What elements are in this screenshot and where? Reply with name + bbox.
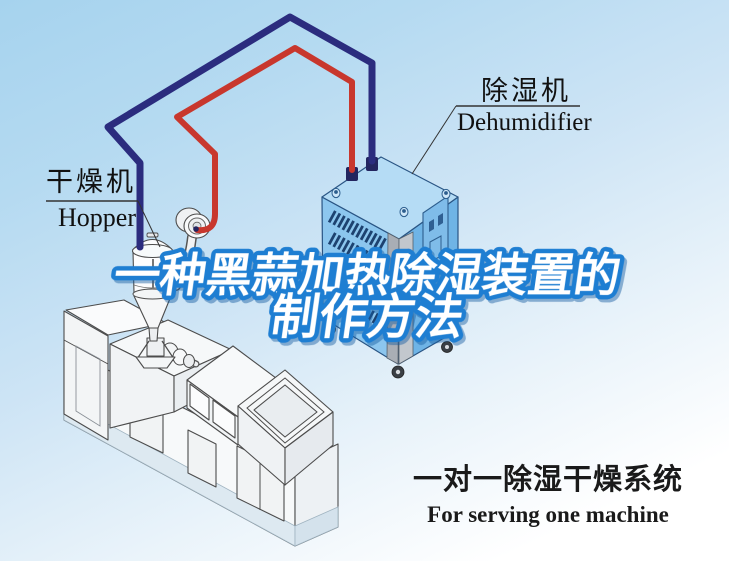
hot-hose-fitting <box>346 167 358 181</box>
stand-leg <box>161 340 175 360</box>
extruder-machine-illustration <box>63 299 339 547</box>
label-leader-lines <box>46 105 580 248</box>
caption-en: For serving one machine <box>427 502 669 527</box>
caption-block: 一对一除湿干燥系统 For serving one machine <box>400 456 696 528</box>
cabinet-panel <box>75 345 101 427</box>
caster-wheels <box>324 323 453 379</box>
title-overlay: 一种黑蒜加热除湿装置的 制作方法 <box>106 245 628 349</box>
cabinet-crease <box>63 339 109 365</box>
lifting-rings <box>331 187 451 218</box>
frame-box-right <box>284 411 334 486</box>
hopper-label-zh: 干燥机 <box>46 167 136 197</box>
dehumidifier-unit-illustration <box>321 156 459 379</box>
hot-air-hose <box>174 45 355 234</box>
hopper-neck <box>148 327 159 342</box>
door-vent <box>429 219 434 232</box>
guard-window <box>189 383 210 421</box>
door-vent <box>438 213 443 226</box>
lid-handle <box>146 232 159 238</box>
edge-strip-left <box>386 232 400 365</box>
extruder-base-band-right <box>294 506 339 547</box>
louver-vent-band <box>345 298 389 329</box>
panel-window <box>187 429 217 488</box>
frame-recess <box>253 384 318 438</box>
caption-zh: 一对一除湿干燥系统 <box>412 464 683 496</box>
left-cabinet-face <box>63 310 109 441</box>
frame-rim <box>246 377 325 444</box>
title-line-2: 制作方法 <box>268 290 467 344</box>
dehumidifier-label-en: Dehumidifier <box>457 109 592 136</box>
hopper-label-en: Hopper <box>58 203 136 232</box>
stand-base-plate <box>135 356 176 369</box>
edge-strip-right <box>398 231 414 365</box>
cold-air-hose <box>104 13 376 251</box>
stand-leg <box>136 340 150 360</box>
blower-duct <box>172 233 196 290</box>
door-latch-panel <box>429 235 442 263</box>
guard-window <box>212 399 236 439</box>
title-line-1: 一种黑蒜加热除湿装置的 <box>111 249 624 301</box>
dehumidifier-leader-line <box>411 105 457 175</box>
dehumidifier-label-zh: 除湿机 <box>481 76 571 106</box>
hopper-stand <box>146 337 165 357</box>
hot-hose-end-cap <box>193 226 199 232</box>
hopper-leader-line <box>137 200 161 248</box>
flange-disc <box>183 354 195 368</box>
